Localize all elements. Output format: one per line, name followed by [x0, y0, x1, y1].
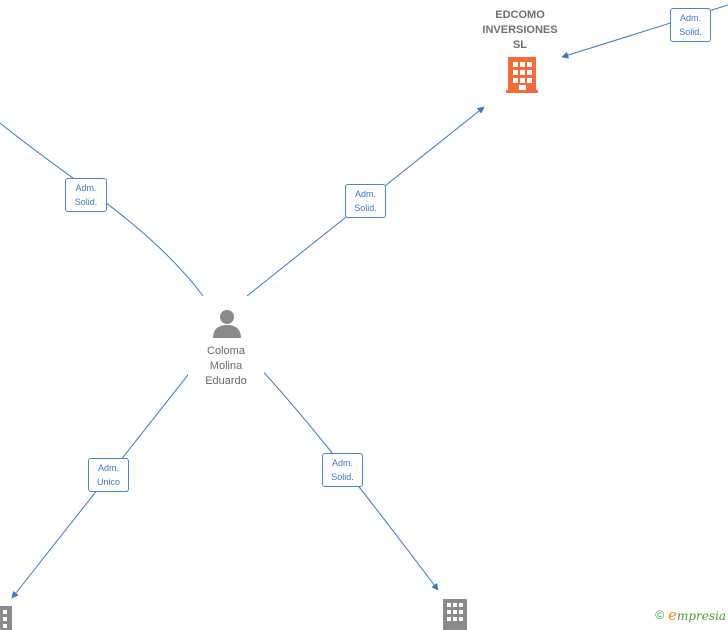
brand-logo: empresia [668, 606, 726, 624]
edge-top-left [0, 122, 204, 297]
edge-label-person-to-main[interactable]: Adm. Solid. [345, 184, 386, 218]
person-name[interactable]: Coloma Molina Eduardo [188, 344, 264, 389]
building-icon[interactable] [443, 599, 467, 630]
person-icon[interactable] [212, 308, 242, 338]
edge-label-to-bottom-left[interactable]: Adm. Unico [88, 458, 129, 492]
brand-name: mpresia [676, 609, 726, 623]
building-icon[interactable] [0, 606, 12, 630]
brand-watermark: © empresia [655, 606, 726, 624]
building-icon[interactable] [506, 57, 538, 93]
edge-label-top-right[interactable]: Adm. Solid. [670, 8, 711, 42]
edge-to-bottom-mid [244, 351, 439, 591]
copyright-symbol: © [655, 608, 665, 622]
edge-label-top-left[interactable]: Adm. Solid. [65, 178, 107, 212]
company-node-name[interactable]: EDCOMO INVERSIONES SL [482, 9, 558, 51]
edge-label-to-bottom-mid[interactable]: Adm. Solid. [322, 453, 363, 487]
brand-initial: e [668, 606, 677, 624]
